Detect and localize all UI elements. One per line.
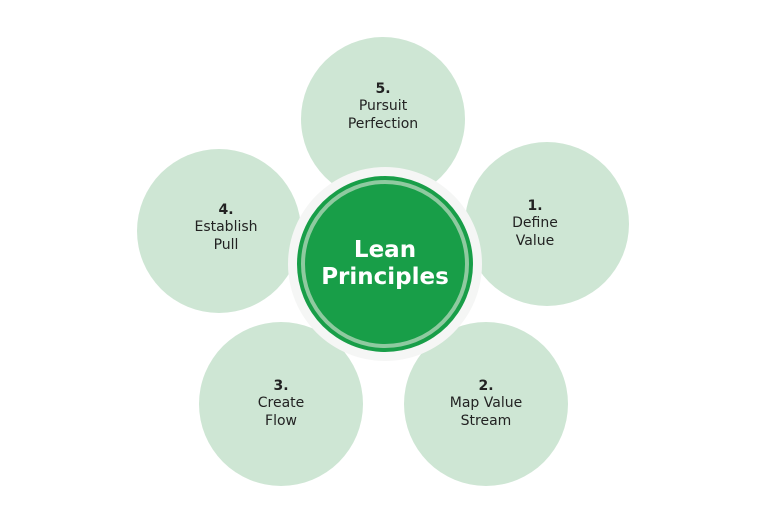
center-title-line: Principles (321, 264, 449, 290)
petal-label-line: Flow (265, 412, 297, 429)
petal-number: 2. (478, 377, 494, 394)
petal-create-flow-text: 3. Create Flow (258, 378, 305, 431)
petal-label-line: Establish (194, 219, 258, 236)
petal-establish-pull: 4. Establish Pull (137, 149, 301, 313)
petal-pursuit-perfection-text: 5. Pursuit Perfection (348, 81, 418, 134)
petal-label-line: Pursuit (358, 98, 408, 115)
petal-label-line: Value (515, 232, 555, 249)
center-title-line: Lean (353, 237, 417, 263)
petal-number: 5. (375, 80, 391, 97)
petal-define-value: 1. Define Value (465, 142, 629, 306)
petal-label-line: Create (257, 395, 305, 412)
petal-label-line: Pull (213, 236, 239, 253)
petal-label-line: Map Value (449, 395, 523, 412)
petal-number: 3. (273, 377, 289, 394)
center-circle: Lean Principles (297, 176, 473, 352)
petal-establish-pull-text: 4. Establish Pull (194, 202, 257, 255)
petal-map-value-stream-text: 2. Map Value Stream (450, 378, 522, 431)
petal-number: 4. (218, 201, 234, 218)
petal-create-flow: 3. Create Flow (199, 322, 363, 486)
center-circle-halo: Lean Principles (288, 167, 482, 361)
petal-label-line: Perfection (347, 115, 419, 132)
petal-map-value-stream: 2. Map Value Stream (404, 322, 568, 486)
petal-number: 1. (527, 197, 543, 214)
petal-define-value-text: 1. Define Value (512, 198, 558, 251)
petal-label-line: Define (512, 215, 558, 232)
center-title: Lean Principles (321, 237, 449, 291)
petal-label-line: Stream (460, 412, 512, 429)
